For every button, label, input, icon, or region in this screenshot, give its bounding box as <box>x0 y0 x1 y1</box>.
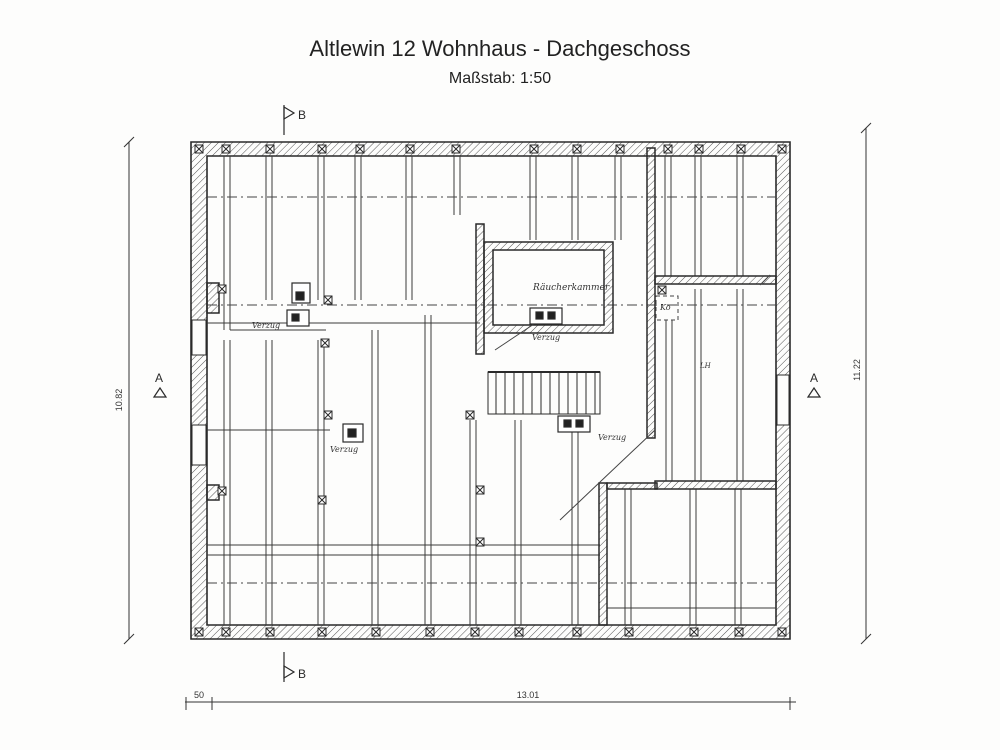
post-marker <box>371 627 381 637</box>
rafter <box>529 156 537 240</box>
chimney-left-top <box>286 282 311 327</box>
rafter <box>514 420 522 625</box>
rafter <box>624 489 632 625</box>
post-marker <box>663 144 673 154</box>
rafter <box>424 315 432 625</box>
interior-walls <box>191 147 790 626</box>
post-marker <box>317 144 327 154</box>
rafter <box>665 320 673 481</box>
rafter <box>223 156 231 330</box>
post-marker <box>689 627 699 637</box>
post-marker <box>265 144 275 154</box>
post-marker <box>615 144 625 154</box>
post-marker <box>317 495 327 505</box>
chimney-stair <box>557 415 591 433</box>
post-marker <box>217 486 227 496</box>
post-marker <box>323 410 333 420</box>
label-smoke-chamber: Räucherkammer <box>532 283 610 293</box>
staircase <box>487 371 601 415</box>
post-marker <box>777 144 787 154</box>
rafter <box>317 340 325 625</box>
rafter <box>371 330 379 625</box>
rafter <box>469 420 477 625</box>
post-marker <box>475 537 485 547</box>
rafter <box>317 156 325 300</box>
rafter <box>614 156 622 240</box>
post-marker <box>217 284 227 294</box>
rafter <box>405 156 413 300</box>
post-marker <box>323 295 333 305</box>
post-marker <box>694 144 704 154</box>
post-marker <box>320 338 330 348</box>
post-marker <box>221 627 231 637</box>
rafter <box>736 289 744 481</box>
post-marker <box>451 144 461 154</box>
post-marker <box>572 144 582 154</box>
post-marker <box>475 485 485 495</box>
post-marker <box>470 627 480 637</box>
post-marker <box>736 144 746 154</box>
chimney-left-mid <box>342 423 364 443</box>
rafter <box>571 432 579 625</box>
post-marker <box>317 627 327 637</box>
label-ko: Ko <box>659 303 671 312</box>
rafter <box>265 156 273 300</box>
dim-bottom-offset: 50 <box>194 690 204 700</box>
post-marker <box>777 627 787 637</box>
rafter <box>734 489 742 625</box>
rafter <box>736 156 744 276</box>
chimney-smoke-chamber <box>529 307 563 325</box>
post-marker <box>194 627 204 637</box>
rafter <box>694 156 702 276</box>
post-marker <box>465 410 475 420</box>
post-markers <box>194 144 787 637</box>
dim-left-height: 10.82 <box>114 389 124 412</box>
rafter <box>689 489 697 625</box>
rafter <box>664 156 672 276</box>
ko-box <box>655 295 679 321</box>
section-b-bottom-label: B <box>298 667 306 681</box>
post-marker <box>265 627 275 637</box>
post-marker <box>425 627 435 637</box>
rafter <box>694 289 702 481</box>
post-marker <box>734 627 744 637</box>
post-marker <box>624 627 634 637</box>
label-verzug-1: Verzug <box>252 321 280 330</box>
rafter <box>571 156 579 240</box>
rafter <box>453 156 461 215</box>
label-verzug-4: Verzug <box>598 433 626 442</box>
horizontal-joists <box>207 322 776 609</box>
post-marker <box>657 285 667 295</box>
rafter <box>265 340 273 625</box>
drawing-scale: Maßstab: 1:50 <box>448 70 552 87</box>
label-verzug-2: Verzug <box>330 445 358 454</box>
dimension-lines <box>123 122 872 710</box>
label-verzug-3: Verzug <box>532 333 560 342</box>
drawing-title: Altlewin 12 Wohnhaus - Dachgeschoss <box>309 36 691 61</box>
rafter <box>354 156 362 300</box>
diagonal-lines <box>494 274 771 521</box>
dim-bottom-width: 13.01 <box>517 690 540 700</box>
section-b-top-label: B <box>298 108 306 122</box>
post-marker <box>405 144 415 154</box>
section-markers <box>152 105 822 682</box>
label-lh: LH <box>699 362 712 370</box>
dim-right-height: 11.22 <box>852 359 862 381</box>
rafters <box>223 156 744 625</box>
rafter <box>223 340 231 625</box>
post-marker <box>355 144 365 154</box>
post-marker <box>514 627 524 637</box>
outer-walls <box>190 141 791 640</box>
post-marker <box>194 144 204 154</box>
section-a-right-label: A <box>810 371 818 385</box>
section-a-left-label: A <box>155 371 163 385</box>
post-marker <box>221 144 231 154</box>
post-marker <box>572 627 582 637</box>
post-marker <box>529 144 539 154</box>
